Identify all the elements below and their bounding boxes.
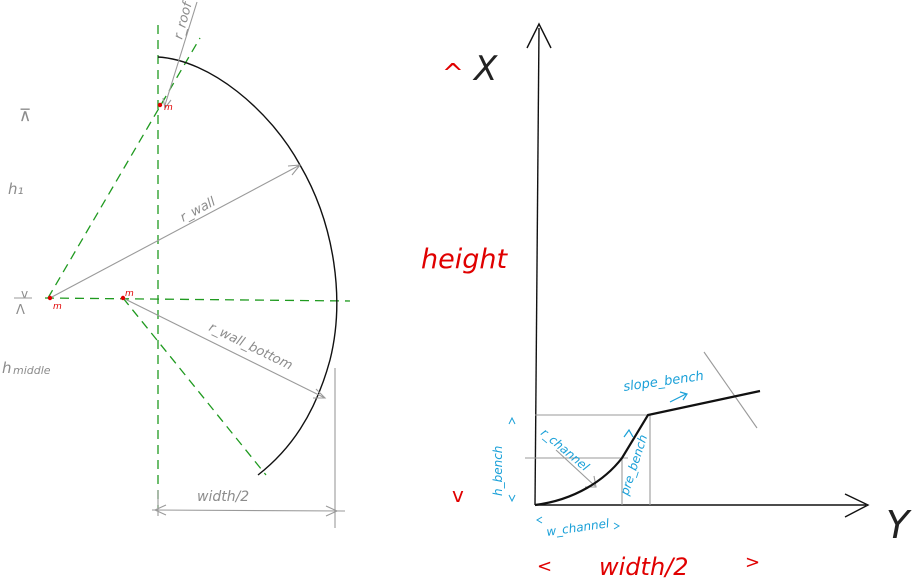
h-bench-label: h_bench (491, 446, 505, 496)
horizontal-midline (44, 297, 351, 302)
slope-bench-arrow (669, 393, 687, 403)
w-channel-left-caret (536, 516, 543, 524)
slope-bench-tick (703, 351, 758, 429)
blue-dimension-carets (508, 416, 620, 530)
h-bench-top-caret (508, 416, 516, 425)
r-wall-bottom-arrowhead (313, 388, 327, 399)
blue-annotations (623, 391, 688, 438)
height-label: height (421, 244, 508, 275)
h-middle-subscript: middle (13, 364, 51, 377)
channel-profile (534, 389, 761, 507)
width-half-label-right: width/2 (599, 553, 689, 579)
h-bench-bottom-caret (508, 494, 516, 503)
width-dim-line (151, 509, 346, 512)
center-marker-left (47, 295, 53, 301)
h-middle-label: h (2, 359, 12, 377)
slope-bench-arrowhead (679, 391, 688, 401)
axis-y-label: Y (886, 503, 912, 547)
width-dim-right-arrow (325, 505, 339, 517)
width-dim-left-arrow (153, 504, 167, 516)
top-arrow-mark: ⊼ (19, 106, 31, 126)
axes (526, 22, 870, 518)
marker-m-right: m (125, 289, 134, 299)
up-caret: ^ (442, 59, 464, 89)
mid-arrow-down-mark: Λ (16, 303, 25, 318)
horizontal-axis-arrowhead (844, 493, 870, 518)
down-caret: v (452, 483, 464, 507)
r-wall-label: r_wall (178, 194, 219, 225)
construction-guides (44, 25, 351, 508)
bottom-guide-line (122, 297, 267, 476)
vertical-axis-arrowhead (526, 22, 552, 49)
r-wall-arrowhead (287, 164, 302, 176)
pre-bench-arrow (623, 428, 634, 438)
slope-bench-label: slope_bench (622, 369, 704, 395)
h1-label: h₁ (8, 180, 24, 198)
r-channel-pointer (555, 449, 596, 487)
w-channel-label: w_channel (545, 516, 610, 539)
center-marker-top (157, 102, 163, 108)
w-channel-right-caret (613, 522, 620, 530)
roof-guide-line (47, 37, 201, 299)
radius-lines (49, 1, 346, 528)
width-right-caret: > (745, 552, 760, 573)
r-channel-label: r_channel (538, 426, 592, 475)
r-wall-bottom-label: r_wall_bottom (206, 320, 295, 373)
left-cross-section-sketch: m m m r_roof r_wall r_wall_bottom h₁ h m… (2, 0, 351, 528)
width-left-caret: < (537, 556, 552, 577)
right-bench-sketch: X ^ Y height v width/2 < > slope_bench r… (421, 22, 912, 579)
center-markers (47, 102, 163, 301)
r-roof-line (164, 1, 198, 106)
r-roof-arrowhead (162, 97, 172, 110)
marker-m-top: m (164, 103, 173, 113)
mid-arrow-up-mark: v (21, 287, 28, 301)
center-marker-right (120, 295, 126, 301)
marker-m-left: m (53, 302, 62, 312)
helper-lines (525, 351, 758, 505)
vertical-axis (534, 27, 540, 506)
r-roof-label: r_roof (171, 0, 196, 41)
r-wall-line (49, 164, 301, 299)
width-half-label: width/2 (197, 489, 249, 505)
r-wall-bottom-line (122, 297, 326, 399)
wall-profile-arc (157, 56, 338, 476)
axis-x-label: X (472, 49, 498, 89)
